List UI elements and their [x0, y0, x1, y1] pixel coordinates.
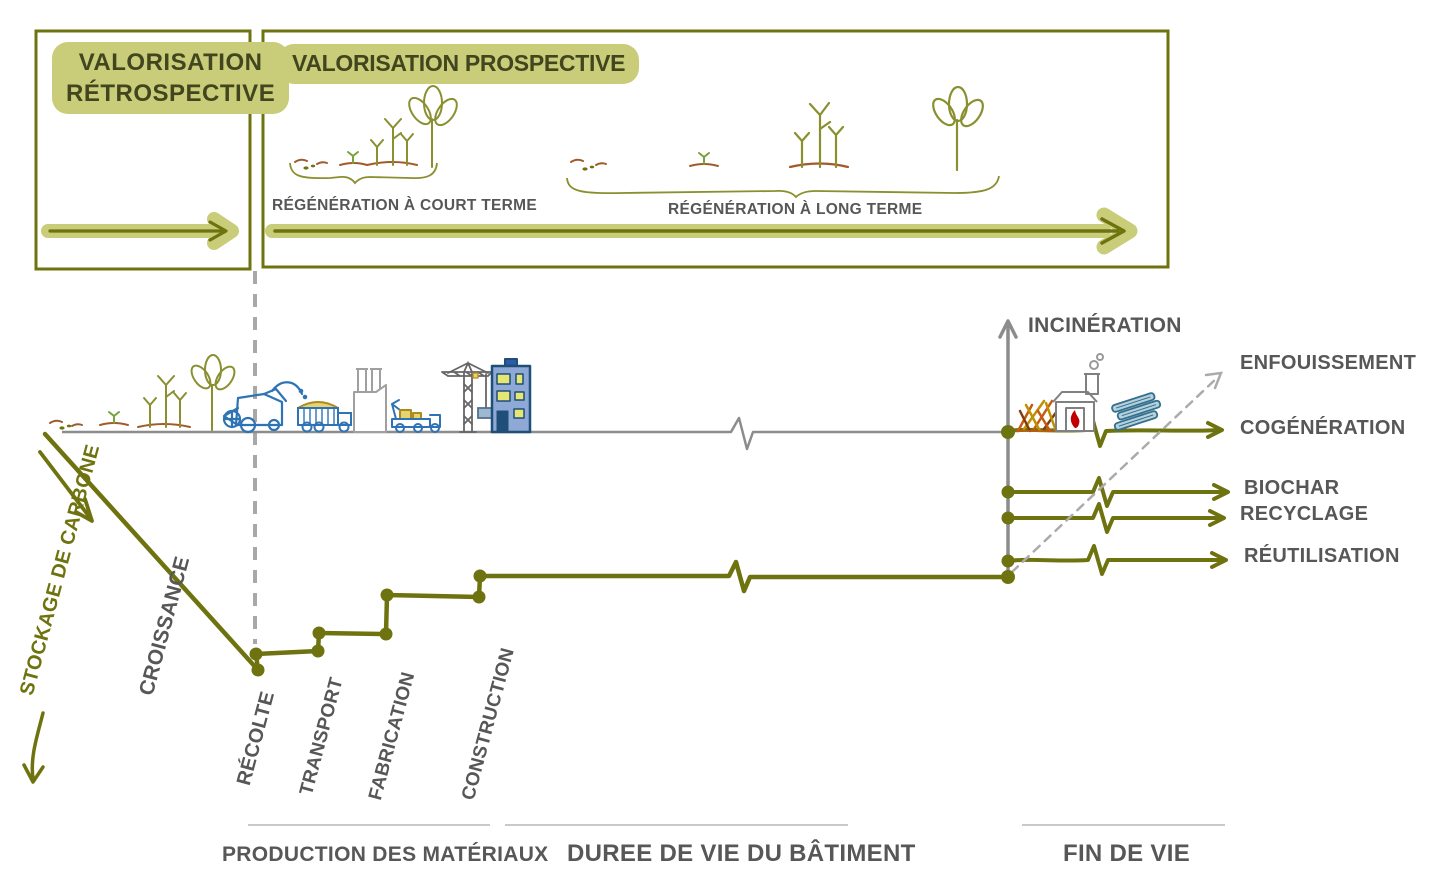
- prospective-box: [261, 29, 1170, 269]
- factory-icon: [353, 368, 387, 433]
- incinerator-icon: [1052, 353, 1104, 432]
- reutilisation-label: RÉUTILISATION: [1244, 545, 1400, 567]
- recyclage-line: [1006, 502, 1226, 534]
- landfill-dashed-arrow: [1010, 371, 1223, 574]
- biochar-label: BIOCHAR: [1244, 477, 1340, 499]
- carbon-storage-axis-arrow: [22, 711, 45, 784]
- cogeneration-line: [1006, 415, 1224, 448]
- retrospective-title-line2: RÉTROSPECTIVE: [66, 80, 276, 108]
- enfouissement-label: ENFOUISSEMENT: [1240, 352, 1417, 374]
- incineration-axis: [998, 319, 1018, 580]
- prospective-arrow: [265, 207, 1138, 255]
- long-term-brace: [566, 175, 1000, 199]
- growing-plants-icon: [49, 354, 236, 431]
- long-term-plants-icon: [570, 85, 984, 172]
- carbon-storage-curve: [42, 431, 1011, 673]
- phase-label-production: PRODUCTION DES MATÉRIAUX: [222, 843, 549, 866]
- retrospective-arrow: [41, 212, 239, 250]
- short-term-plants-icon: [294, 85, 458, 170]
- cogeneration-label: COGÉNÉRATION: [1240, 417, 1406, 439]
- retrospective-title-line1: VALORISATION: [78, 49, 263, 76]
- phase-label-duree-de-vie: DUREE DE VIE DU BÂTIMENT: [567, 840, 916, 867]
- planks-icon: [1111, 392, 1162, 431]
- harvester-icon: [222, 381, 308, 434]
- wood-pile-icon: [1015, 399, 1062, 433]
- growth-direction-arrow: [38, 450, 94, 523]
- prospective-title: VALORISATION PROSPECTIVE: [278, 44, 640, 84]
- tower-crane-icon: [441, 360, 495, 433]
- reutilisation-line: [1006, 544, 1228, 576]
- curve-dots: [249, 425, 1015, 677]
- flatbed-truck-icon: [391, 399, 441, 433]
- retrospective-title: VALORISATION RÉTROSPECTIVE: [52, 42, 290, 115]
- biochar-line: [1006, 476, 1230, 508]
- phase-label-fin-de-vie: FIN DE VIE: [1063, 840, 1191, 867]
- grain-truck-icon: [297, 401, 352, 433]
- building-icon: [490, 358, 532, 434]
- recyclage-label: RECYCLAGE: [1240, 503, 1369, 525]
- short-term-brace: [289, 162, 438, 185]
- retrospective-box: [34, 29, 252, 271]
- incineration-label: INCINÉRATION: [1028, 314, 1182, 337]
- short-term-regeneration-label: RÉGÉNÉRATION À COURT TERME: [272, 197, 537, 214]
- timeline-axis: [62, 416, 1006, 451]
- long-term-regeneration-label: RÉGÉNÉRATION À LONG TERME: [668, 201, 923, 218]
